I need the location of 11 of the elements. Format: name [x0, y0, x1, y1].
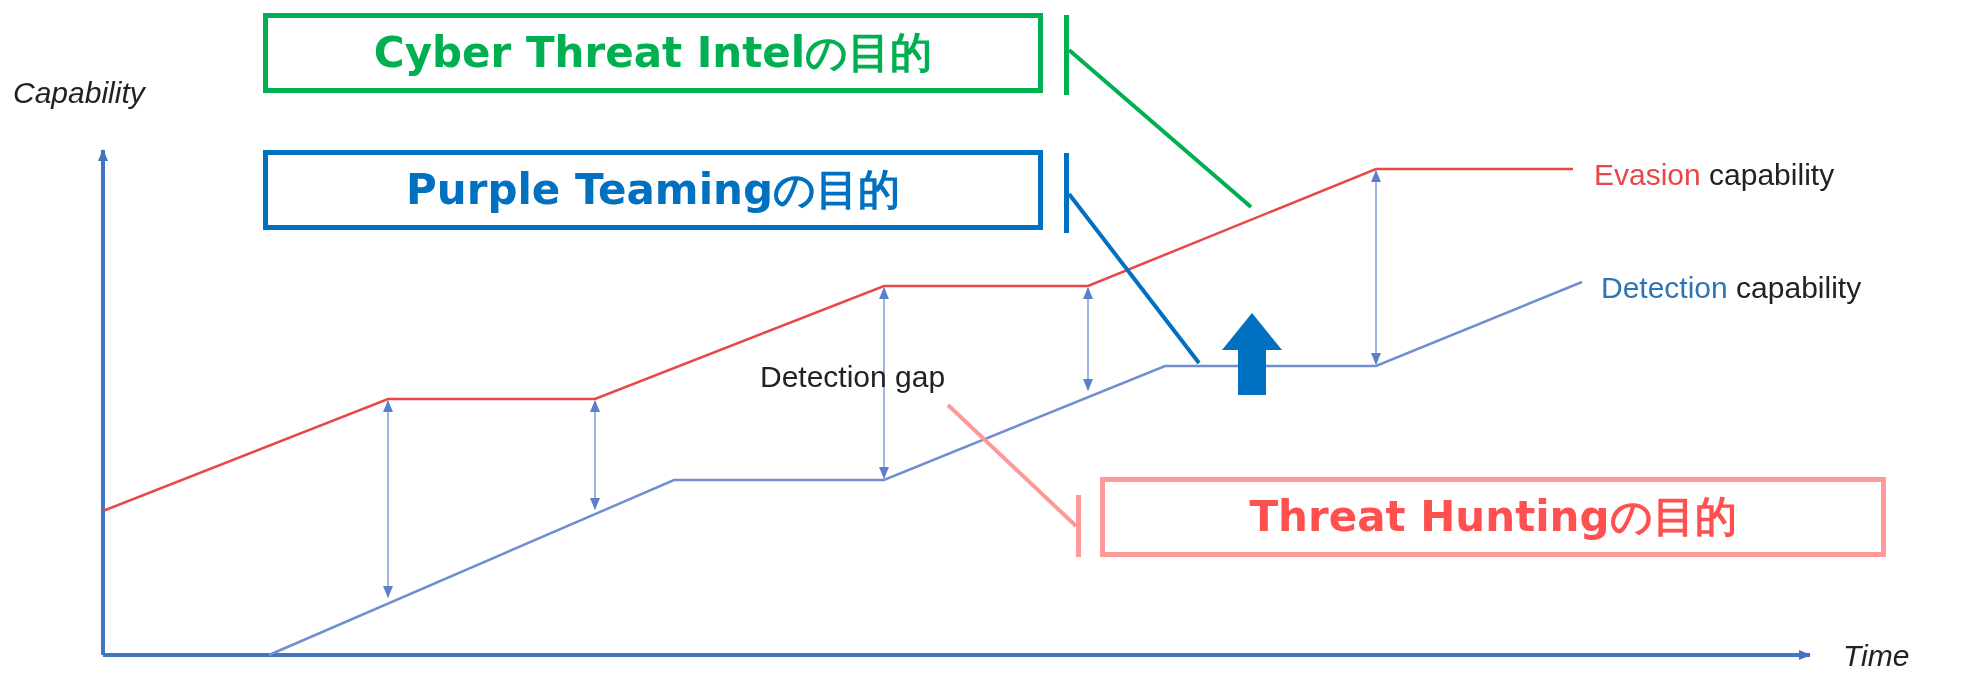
curve-label: Evasion capability: [1594, 160, 1835, 190]
leader-line: [946, 403, 1078, 528]
leader-line: [1067, 48, 1253, 209]
axis-title: Capability: [13, 78, 145, 108]
callout-box: Cyber Threat Intelの目的: [263, 13, 1043, 93]
curve-label: Detection capability: [1601, 273, 1862, 303]
leader-line: [1067, 192, 1201, 365]
axis-title: Time: [1843, 641, 1910, 671]
callout-box: Threat Huntingの目的: [1100, 477, 1886, 557]
gap-label: Detection gap: [760, 362, 946, 392]
callout-box: Purple Teamingの目的: [263, 150, 1043, 230]
